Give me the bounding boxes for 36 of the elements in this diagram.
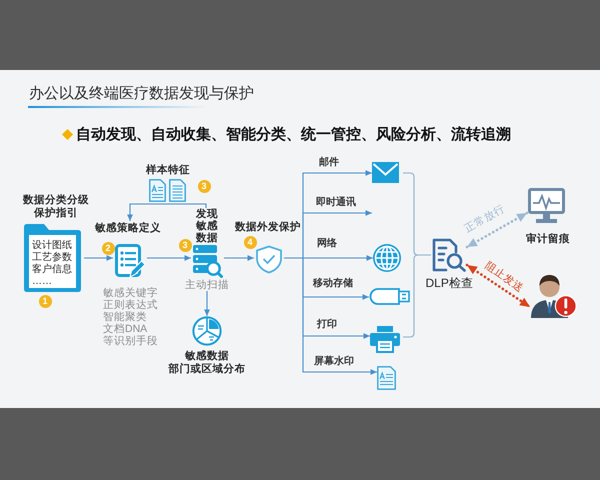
note-text: 正则表达式 — [103, 299, 158, 311]
node-label: 即时通讯 — [316, 197, 356, 209]
node-label: 数据外发保护 — [235, 221, 301, 234]
node-label: 敏感数据 — [185, 350, 229, 362]
node-label: 屏幕水印 — [314, 356, 354, 368]
node-label: 样本特征 — [146, 164, 190, 176]
double-arrow — [466, 212, 528, 248]
double-arrow — [466, 264, 532, 308]
arrow — [84, 255, 113, 261]
arrow — [224, 255, 254, 261]
connector-line — [168, 203, 207, 208]
arrow — [127, 203, 168, 221]
note-text: 等识别手段 — [103, 335, 158, 347]
node-label: 敏感策略定义 — [95, 222, 161, 234]
node-label: 邮件 — [319, 157, 339, 169]
arrow — [204, 291, 210, 316]
node-label: 部门或区域分布 — [168, 363, 246, 376]
node-label: DLP检查 — [426, 276, 473, 290]
node-label: 发现敏感数据 — [195, 208, 219, 244]
arrow — [284, 257, 377, 375]
list-text: 工艺参数 — [32, 252, 72, 264]
note-text: 主动扫描 — [185, 279, 229, 291]
node-label: 审计留痕 — [526, 233, 570, 246]
arrow — [147, 255, 191, 261]
subtitle: 自动发现、自动收集、智能分类、统一管控、风险分析、流转追溯 — [76, 126, 511, 144]
note-text: 文档DNA — [103, 323, 148, 335]
node-label: 移动存储 — [313, 278, 353, 290]
title: 办公以及终端医疗数据发现与保护 — [29, 85, 254, 103]
node-label: 打印 — [317, 319, 337, 331]
list-text: 设计图纸 — [32, 240, 72, 252]
list-text: 客户信息 — [32, 264, 72, 276]
list-text: …… — [32, 276, 52, 288]
node-label: 数据分类分级保护指引 — [23, 194, 89, 219]
note-text: 敏感关键字 — [103, 287, 158, 299]
note-text: 智能聚类 — [103, 311, 147, 323]
node-label: 网络 — [317, 238, 337, 250]
